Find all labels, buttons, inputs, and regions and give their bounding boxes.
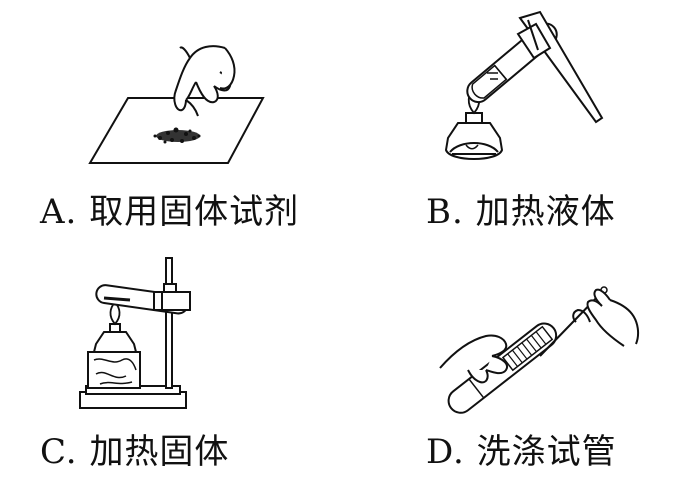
hand-left xyxy=(439,334,508,384)
caption-c-letter: C. xyxy=(40,432,78,472)
caption-d: D. 洗涤试管 xyxy=(426,424,617,473)
panel-c: C. 加热固体 xyxy=(0,240,340,481)
caption-b: B. 加热液体 xyxy=(426,184,616,233)
caption-a-letter: A. xyxy=(40,192,78,232)
tube-holder-b xyxy=(516,10,604,124)
panel-d-illustration xyxy=(439,286,640,414)
caption-b-letter: B. xyxy=(426,192,464,232)
caption-a: A. 取用固体试剂 xyxy=(40,184,299,233)
caption-a-text: 取用固体试剂 xyxy=(89,192,300,232)
hand-right xyxy=(572,288,640,347)
panel-a-illustration xyxy=(88,45,265,164)
panel-c-illustration xyxy=(79,257,191,409)
caption-c-text: 加热固体 xyxy=(89,432,230,472)
panel-b: B. 加热液体 xyxy=(340,0,687,240)
panel-d: D. 洗涤试管 xyxy=(340,240,687,481)
stand-rod xyxy=(165,257,173,389)
caption-d-letter: D. xyxy=(426,432,465,472)
hand-pinching xyxy=(173,45,236,117)
alcohol-lamp-b xyxy=(444,112,504,160)
panel-a: A. 取用固体试剂 xyxy=(0,0,340,240)
caption-c: C. 加热固体 xyxy=(40,424,229,473)
alcohol-lamp-c xyxy=(92,323,138,353)
caption-d-text: 洗涤试管 xyxy=(476,432,617,472)
panel-b-illustration xyxy=(444,10,604,160)
caption-b-text: 加热液体 xyxy=(475,192,616,232)
solid-reagent-pile xyxy=(153,127,201,144)
clamp-c xyxy=(153,283,191,311)
